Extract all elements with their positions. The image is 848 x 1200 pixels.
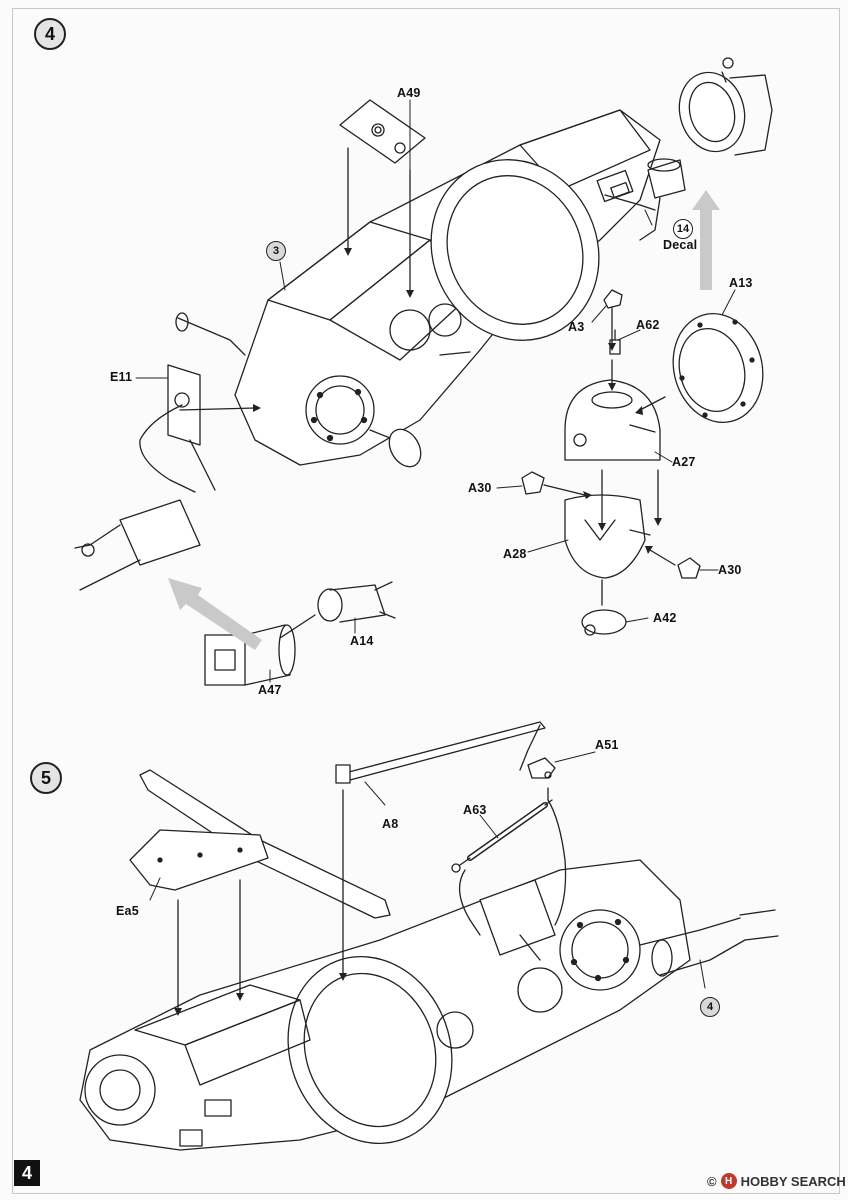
step5-assembly-arrows xyxy=(177,787,549,1011)
part-a51-fitting xyxy=(527,757,556,779)
label-a28: A28 xyxy=(503,547,527,561)
step-4-badge: 4 xyxy=(34,18,66,50)
part-a42-plate xyxy=(581,609,627,636)
reference-step-3-badge: 3 xyxy=(266,241,286,261)
step4-assembly-arrows xyxy=(179,147,676,639)
label-a63: A63 xyxy=(463,803,487,817)
gearbox-housing-step5 xyxy=(79,859,779,1151)
step-4-number: 4 xyxy=(44,23,55,44)
label-a49: A49 xyxy=(397,86,421,100)
hobby-search-logo-icon: H xyxy=(720,1173,737,1189)
label-decal: Decal xyxy=(663,238,698,252)
label-a27: A27 xyxy=(672,455,696,469)
label-a3: A3 xyxy=(568,320,585,334)
part-e11-bracket xyxy=(139,364,216,493)
assist-arrows xyxy=(168,190,720,650)
label-a30-right: A30 xyxy=(718,563,742,577)
part-filter-canister xyxy=(639,158,686,241)
part-a28-dome xyxy=(564,494,651,579)
label-ea5: Ea5 xyxy=(116,904,139,918)
step-5-badge: 5 xyxy=(30,762,62,794)
page-number-text: 4 xyxy=(21,1162,32,1183)
label-e11: E11 xyxy=(110,370,133,384)
reference-step-3-number: 3 xyxy=(272,245,280,257)
step4-leader-lines xyxy=(135,99,736,683)
gearbox-housing-step4 xyxy=(175,109,661,468)
step5-arrowheads xyxy=(174,973,347,1016)
part-a47-cylinder xyxy=(204,624,296,686)
watermark-brand: HOBBY SEARCH xyxy=(740,1173,846,1189)
label-a13: A13 xyxy=(729,276,753,290)
part-a63-spring xyxy=(451,799,567,936)
reference-step-4-badge: 4 xyxy=(700,997,720,1017)
part-a30-right-clip xyxy=(677,557,701,579)
label-a42: A42 xyxy=(653,611,677,625)
decal-number-badge: 14 xyxy=(673,219,693,239)
label-a8: A8 xyxy=(382,817,399,831)
label-a47: A47 xyxy=(258,683,282,697)
copyright-symbol: © xyxy=(707,1173,717,1189)
part-a27-dome xyxy=(564,379,661,461)
part-ea5-plate xyxy=(129,769,391,919)
part-a49-plate xyxy=(339,99,426,164)
step5-leader-lines xyxy=(149,751,706,989)
step4-arrowheads xyxy=(253,248,662,554)
part-a30-left-clip xyxy=(521,471,545,495)
part-a8-rod xyxy=(335,721,546,784)
hobby-search-watermark: © H HOBBY SEARCH xyxy=(707,1173,846,1189)
part-drive-yoke-left xyxy=(74,499,201,591)
part-a14-yoke xyxy=(317,581,396,623)
label-a51: A51 xyxy=(595,738,619,752)
label-a30-left: A30 xyxy=(468,481,492,495)
decal-number: 14 xyxy=(676,223,690,235)
part-a13-cover xyxy=(672,313,764,423)
label-a62: A62 xyxy=(636,318,660,332)
part-a3-knob xyxy=(603,289,623,321)
page-number: 4 xyxy=(14,1160,40,1186)
part-clutch-housing-top xyxy=(678,57,773,156)
step-5-number: 5 xyxy=(40,767,51,788)
reference-step-4-number: 4 xyxy=(706,1001,714,1013)
label-a14: A14 xyxy=(350,634,374,648)
page-frame xyxy=(12,8,840,1194)
